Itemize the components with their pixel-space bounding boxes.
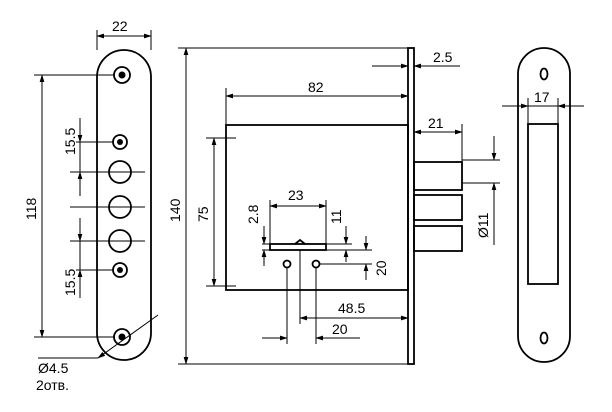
dim-keyhole-width: 23 (269, 187, 327, 244)
dim-hole-spacing-top: 15.5 (62, 118, 113, 196)
dim-keyhole-offset-label: 11 (328, 209, 344, 224)
dim-body-depth: 82 (225, 79, 409, 125)
dim-strike-width-label: 17 (534, 89, 550, 105)
dim-faceplate-thickness-label: 2.5 (433, 49, 453, 65)
dim-front-height-label: 118 (23, 197, 39, 220)
dim-keyhole-slot: 2.8 (245, 204, 270, 266)
dim-hole-spacing-bottom: 15.5 (62, 218, 113, 298)
dim-hole-spacing-top-label: 15.5 (62, 128, 78, 155)
dim-hole-diameter-label: Ø4.5 (38, 360, 69, 376)
dim-hole-count-label: 2отв. (36, 377, 69, 393)
dim-front-width-label: 22 (112, 18, 128, 34)
lock-body-side-view (225, 47, 463, 365)
dim-backset: 48.5 (299, 250, 409, 324)
dim-strike-width: 17 (502, 89, 584, 124)
strike-plate-view (517, 47, 571, 363)
dim-front-height: 118 (23, 74, 115, 338)
dim-body-height: 75 (195, 137, 236, 287)
dim-lock-height-label: 140 (167, 198, 183, 222)
dim-bolt-diameter-label: Ø11 (475, 212, 491, 238)
dim-keyhole-horizontal: 20 (262, 268, 360, 344)
dim-hole-spacing-bottom-label: 15.5 (62, 269, 78, 296)
dim-bolt-projection: 21 (413, 115, 463, 162)
dim-keyhole-width-label: 23 (288, 187, 304, 203)
dim-hole-diameter: Ø4.5 2отв. (36, 314, 159, 393)
dim-keyhole-horizontal-label: 20 (332, 321, 348, 337)
dim-keyhole-vertical: 20 (320, 236, 389, 280)
dim-body-height-label: 75 (195, 206, 211, 222)
dim-faceplate-thickness: 2.5 (372, 49, 460, 69)
dim-keyhole-vertical-label: 20 (373, 260, 389, 276)
dim-front-width: 22 (96, 18, 152, 50)
dim-body-depth-label: 82 (308, 79, 324, 95)
dim-lock-height: 140 (167, 47, 408, 365)
dim-bolt-projection-label: 21 (428, 115, 444, 131)
dim-bolt-diameter: Ø11 (462, 136, 500, 245)
dim-keyhole-offset: 11 (326, 209, 352, 262)
faceplate-front-view (70, 49, 152, 361)
dim-backset-label: 48.5 (338, 300, 365, 316)
dim-keyhole-slot-label: 2.8 (245, 204, 261, 224)
